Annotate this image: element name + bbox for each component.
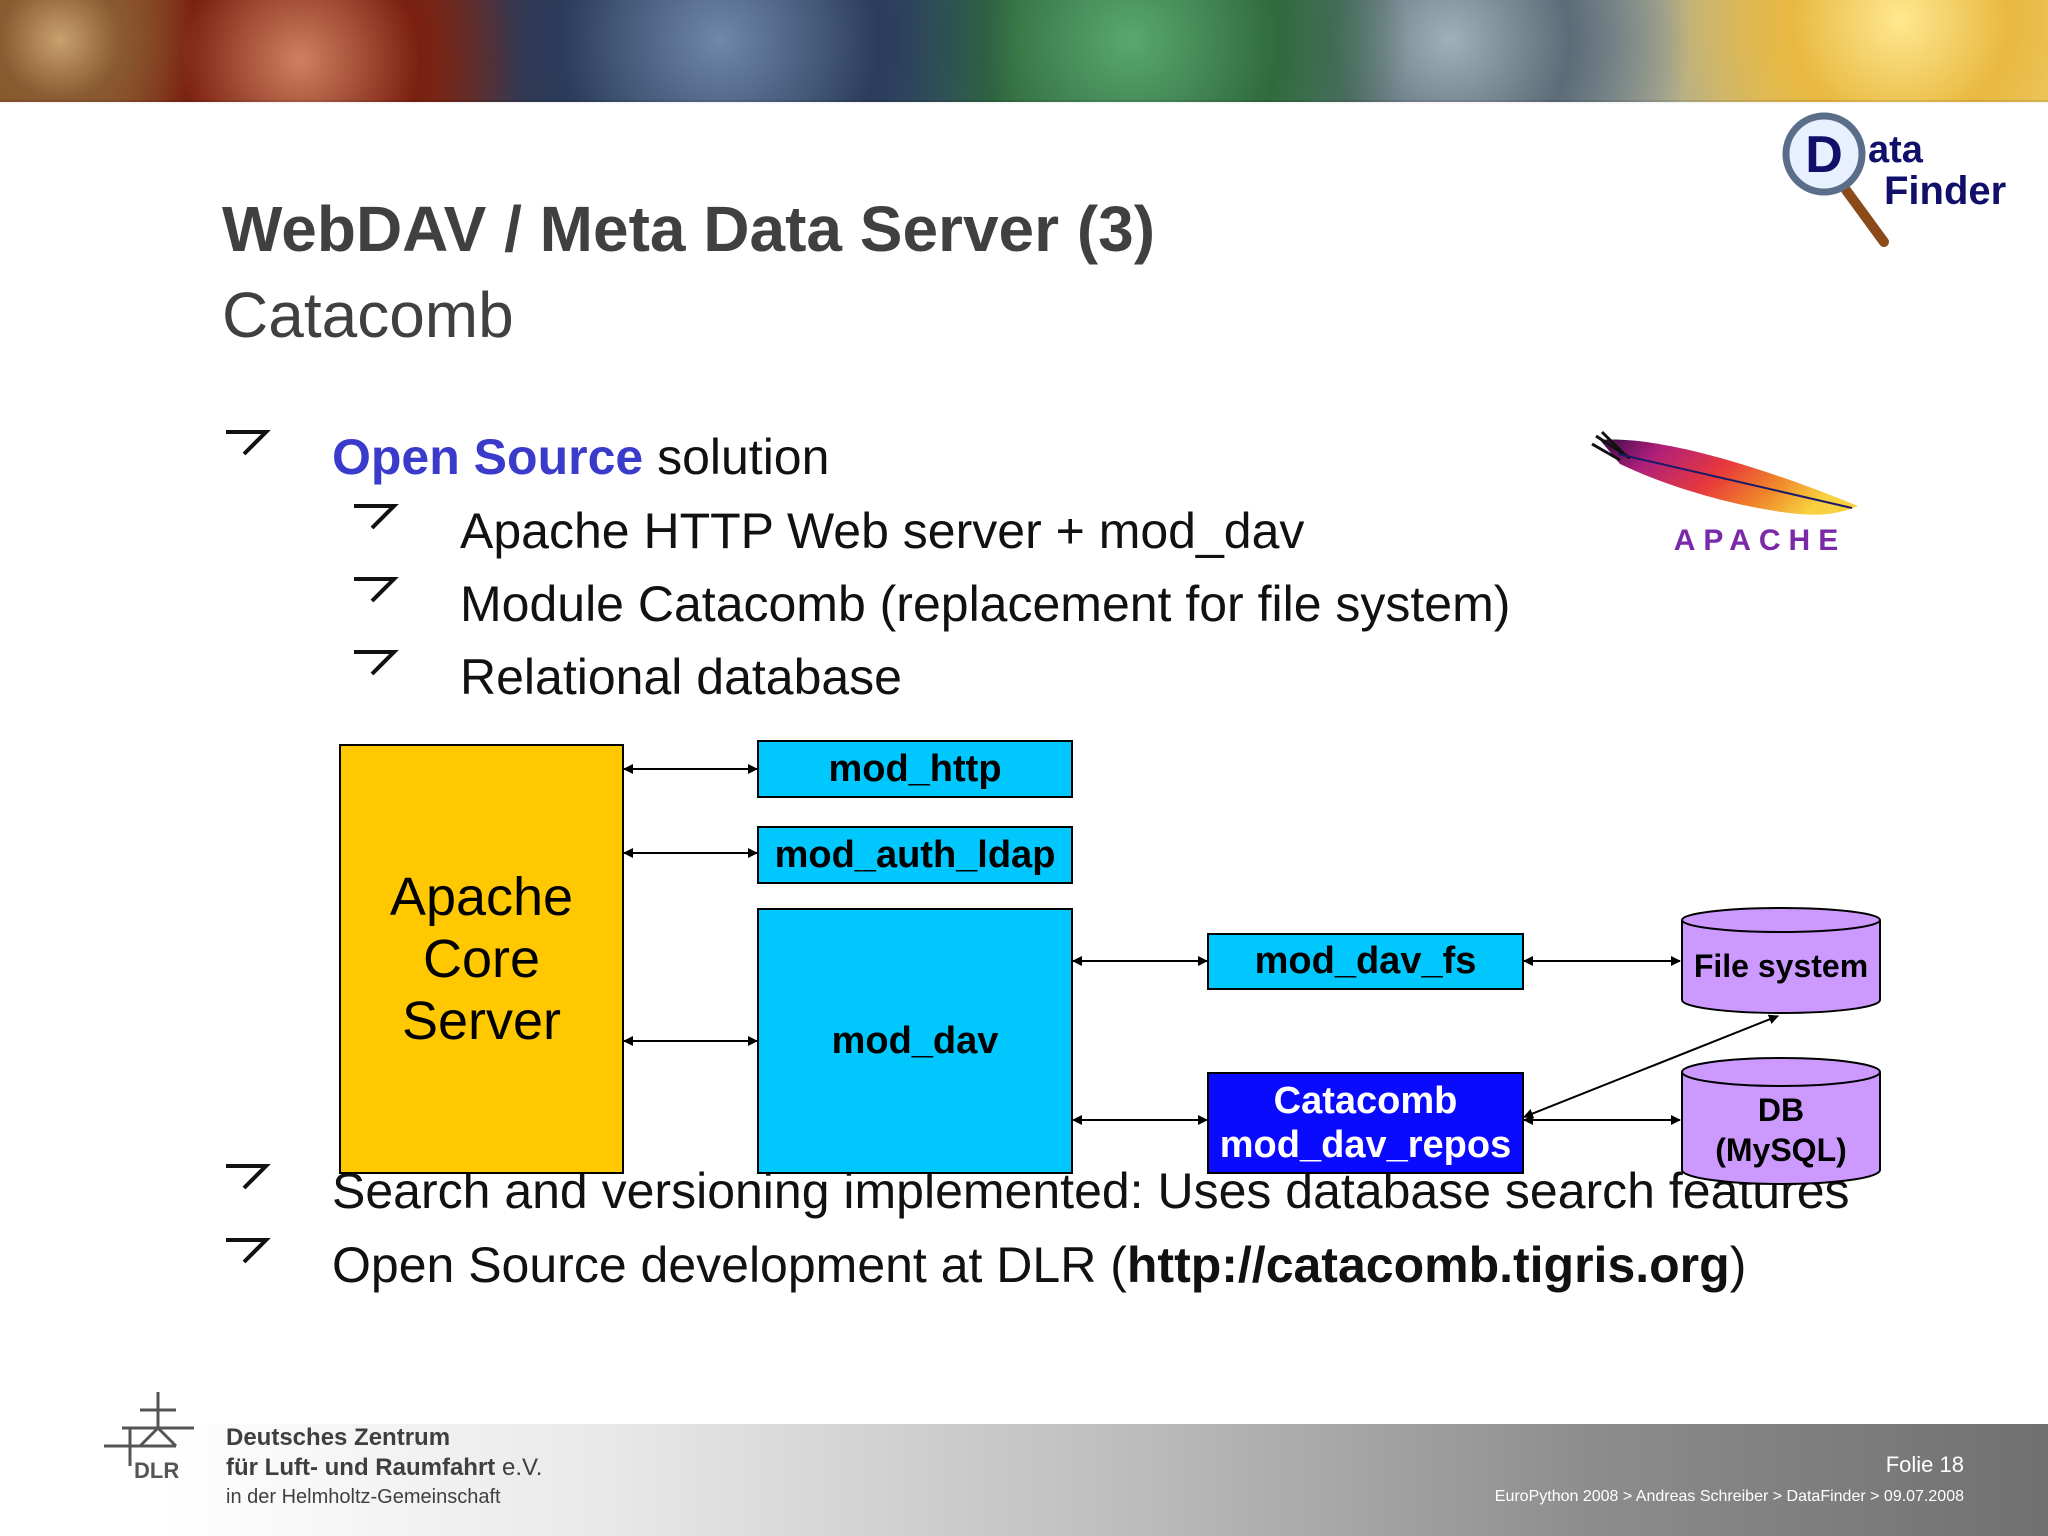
slide-subtitle: Catacomb xyxy=(222,279,514,351)
core-label-line3: Server xyxy=(401,991,562,1051)
open-source-highlight: Open Source xyxy=(332,429,644,485)
bullet-arrow-icon xyxy=(350,650,402,694)
bullet-text: Apache HTTP Web server + mod_dav xyxy=(460,503,1305,559)
dlr-org-line2: für Luft- und Raumfahrt e.V. xyxy=(226,1454,542,1482)
mod-dav-box: mod_dav xyxy=(757,908,1073,1174)
footer-bar xyxy=(0,1424,2048,1536)
mod-auth-ldap-box: mod_auth_ldap xyxy=(757,826,1073,884)
bullet-text: Relational database xyxy=(460,649,902,705)
mod-http-box: mod_http xyxy=(757,740,1073,798)
apache-core-server-box: Apache Core Server xyxy=(339,744,624,1174)
slide-number: Folie 18 xyxy=(1885,1452,1964,1477)
core-label-line2: Core xyxy=(422,929,541,989)
repos-label-line2: mod_dav_repos xyxy=(1219,1124,1512,1166)
bullet-arrow-icon xyxy=(222,430,274,474)
db-label-line1: DB xyxy=(1757,1092,1805,1128)
bullet-text-close: ) xyxy=(1729,1237,1747,1293)
bullet-arrow-icon xyxy=(222,1164,274,1208)
banner-shadow xyxy=(0,100,2048,104)
bullet-arrow-icon xyxy=(350,504,402,548)
dlr-org-line1: Deutsches Zentrum xyxy=(226,1424,451,1451)
apache-feather-icon xyxy=(1600,439,1858,515)
sub-bullet-module-catacomb: Module Catacomb (replacement for file sy… xyxy=(350,575,1510,633)
dlr-org-ev: e.V. xyxy=(495,1454,543,1481)
mod-http-label: mod_http xyxy=(828,747,1002,790)
footer-breadcrumb: EuroPython 2008 > Andreas Schreiber > Da… xyxy=(1494,1488,1964,1505)
filesystem-label: File system xyxy=(1693,948,1869,984)
datafinder-logo: D ata Finder xyxy=(1776,110,2038,250)
mod-dav-label: mod_dav xyxy=(831,1019,999,1062)
db-label-line2: (MySQL) xyxy=(1715,1132,1847,1168)
header-banner-image xyxy=(0,0,2048,102)
dlr-logo: DLR xyxy=(100,1390,210,1490)
bullet-dlr-development: Open Source development at DLR (http://c… xyxy=(222,1236,1746,1294)
apache-wordmark: APACHE xyxy=(1674,524,1846,557)
datafinder-logo-line2: Finder xyxy=(1884,169,2006,213)
filesystem-cylinder: File system xyxy=(1680,906,1882,1016)
bullet-open-source: Open Source solution xyxy=(222,428,829,486)
datafinder-logo-letter: D xyxy=(1805,126,1843,184)
mod-auth-ldap-label: mod_auth_ldap xyxy=(774,833,1056,876)
dlr-mark: DLR xyxy=(134,1458,179,1483)
arrow-repos-filesystem xyxy=(1523,1014,1779,1119)
bullet-text: solution xyxy=(643,429,830,485)
repos-label-line1: Catacomb xyxy=(1273,1080,1458,1122)
bullet-text: Open Source development at DLR ( xyxy=(332,1237,1127,1293)
datafinder-logo-line1: ata xyxy=(1868,129,1924,171)
bullet-text: Module Catacomb (replacement for file sy… xyxy=(460,576,1511,632)
slide-title: WebDAV / Meta Data Server (3) xyxy=(222,193,1156,265)
core-label-line1: Apache xyxy=(389,867,574,927)
sub-bullet-apache-http: Apache HTTP Web server + mod_dav xyxy=(350,502,1304,560)
catacomb-repos-box: Catacomb mod_dav_repos xyxy=(1207,1072,1524,1174)
mod-dav-fs-box: mod_dav_fs xyxy=(1207,933,1524,990)
apache-logo: APACHE xyxy=(1590,428,1920,562)
dlr-org-line3: in der Helmholtz-Gemeinschaft xyxy=(226,1486,501,1508)
dlr-org-line2-text: für Luft- und Raumfahrt xyxy=(226,1454,496,1481)
bullet-arrow-icon xyxy=(222,1238,274,1282)
database-cylinder: DB (MySQL) xyxy=(1680,1056,1882,1188)
bullet-arrow-icon xyxy=(350,577,402,621)
mod-dav-fs-label: mod_dav_fs xyxy=(1254,940,1477,982)
sub-bullet-relational-database: Relational database xyxy=(350,648,902,706)
catacomb-url: http://catacomb.tigris.org xyxy=(1126,1237,1730,1293)
